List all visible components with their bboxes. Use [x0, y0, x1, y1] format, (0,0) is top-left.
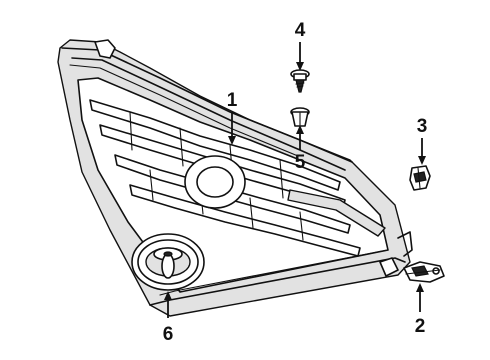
- grille-assembly: [57, 39, 413, 317]
- callout-5: 5: [295, 125, 306, 173]
- callout-3-label: 3: [417, 116, 428, 137]
- callout-2: 2: [415, 283, 426, 337]
- screw: [290, 69, 310, 93]
- callout-4-label: 4: [295, 20, 306, 41]
- side-clip: [403, 261, 445, 283]
- callout-1-label: 1: [227, 90, 238, 111]
- callout-3: 3: [417, 116, 428, 165]
- callout-2-label: 2: [415, 316, 426, 337]
- callout-5-label: 5: [295, 152, 306, 173]
- callout-6: 6: [163, 291, 174, 345]
- retainer-clip: [409, 165, 431, 191]
- callout-1: 1: [227, 90, 238, 145]
- push-clip: [290, 107, 310, 127]
- emblem: [131, 233, 205, 291]
- callout-6-label: 6: [163, 324, 174, 345]
- callout-4: 4: [295, 20, 306, 71]
